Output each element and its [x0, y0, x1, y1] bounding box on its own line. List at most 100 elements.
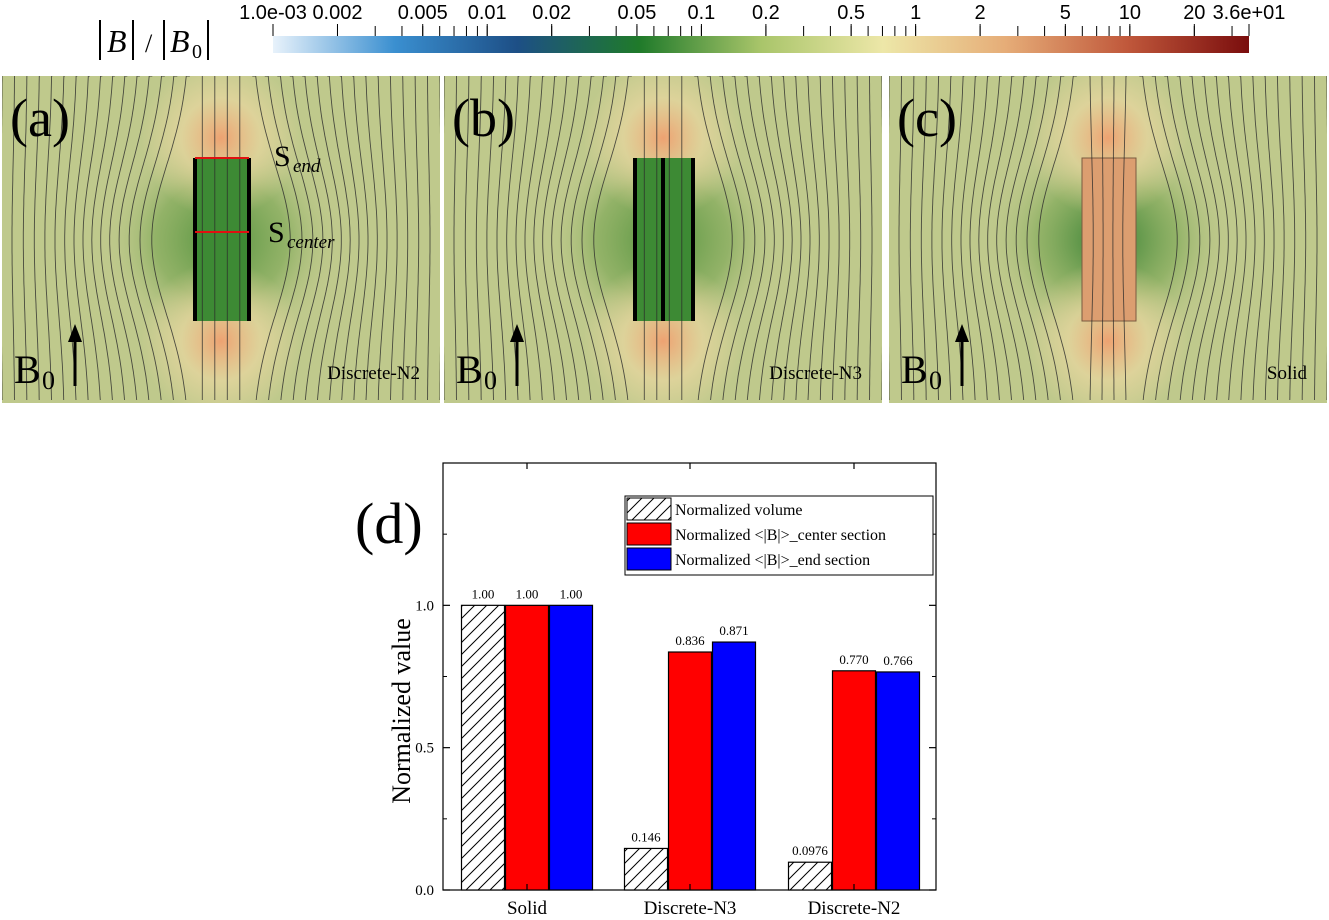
field-line — [744, 76, 775, 401]
field-line — [100, 76, 128, 401]
b0-arrow-head — [510, 324, 524, 342]
field-line — [339, 76, 360, 401]
colorbar-tick-label: 20 — [1183, 2, 1205, 24]
field-line — [1038, 76, 1077, 401]
field-line — [1005, 76, 1040, 401]
field-line — [33, 76, 40, 401]
s-end-label: S — [274, 140, 291, 173]
field-line — [464, 76, 470, 400]
colorbar-tick-label: 1 — [910, 2, 921, 24]
field-line — [44, 76, 53, 401]
colorbar-label-b0-sub: 0 — [192, 41, 202, 63]
b0-label: B — [901, 347, 928, 392]
field-line — [496, 76, 507, 401]
field-line — [898, 76, 902, 401]
colorbar-label-b0: B — [170, 23, 190, 59]
field-line — [533, 76, 557, 401]
legend-swatch — [626, 497, 672, 521]
x-category-label: Discrete-N2 — [808, 898, 901, 919]
bar-data-label: 0.770 — [839, 652, 868, 667]
field-line — [128, 76, 165, 401]
bar-data-label: 0.871 — [719, 623, 748, 638]
b0-label: B — [14, 347, 41, 392]
b0-subscript: 0 — [42, 366, 55, 395]
field-line — [1251, 76, 1265, 401]
field-line — [706, 76, 745, 401]
bar — [787, 861, 833, 891]
x-category-label: Solid — [507, 898, 548, 919]
bar — [504, 604, 550, 891]
colorbar-tick-label: 10 — [1119, 2, 1141, 24]
colorbar-tick-label: 0.01 — [468, 2, 507, 24]
bar — [711, 641, 757, 891]
field-line — [1089, 76, 1094, 400]
y-tick-label: 1.0 — [415, 598, 434, 614]
colorbar-tick-label: 5 — [1060, 2, 1071, 24]
field-line — [996, 76, 1027, 401]
b0-subscript: 0 — [929, 366, 942, 395]
field-line — [289, 76, 324, 401]
bar — [548, 604, 594, 891]
bar-data-label: 0.836 — [675, 633, 705, 648]
field-line — [352, 76, 369, 401]
y-tick-label: 0.5 — [415, 741, 434, 757]
field-line — [302, 76, 333, 401]
field-line — [969, 76, 990, 401]
legend-entry: Normalized volume — [675, 502, 803, 519]
field-line — [560, 76, 595, 401]
field-line — [694, 76, 733, 401]
field-line — [987, 76, 1015, 401]
colorbar-label-slash: / — [145, 29, 153, 58]
field-line — [1314, 76, 1318, 401]
field-line — [1189, 76, 1220, 401]
colorbar-tick-label: 3.6e+01 — [1213, 2, 1286, 24]
field-line — [314, 76, 342, 401]
field-line — [1112, 76, 1115, 400]
field-line — [819, 76, 830, 401]
colorbar-label: B / B 0 — [99, 20, 209, 63]
field-line — [82, 76, 103, 401]
field-line — [1015, 76, 1052, 401]
field-line — [402, 76, 409, 401]
field-line — [1289, 76, 1296, 401]
field-line — [486, 76, 495, 401]
field-line — [515, 76, 532, 401]
field-line — [941, 76, 952, 401]
colorbar-tick-label: 0.05 — [617, 2, 656, 24]
field-line — [1214, 76, 1238, 401]
legend-entry: Normalized <|B|>_center section — [675, 527, 886, 544]
colorbar-tick-label: 0.2 — [752, 2, 780, 24]
field-line — [22, 76, 28, 400]
field-line — [1301, 76, 1307, 400]
field-line — [1101, 76, 1104, 400]
bar-data-label: 0.766 — [883, 653, 913, 668]
colorbar-tick-label: 1.0e-03 — [239, 2, 307, 24]
field-line — [118, 76, 153, 401]
field-line — [64, 76, 78, 401]
field-line — [951, 76, 965, 401]
field-line — [1164, 76, 1201, 401]
field-line — [731, 76, 766, 401]
b0-subscript: 0 — [484, 366, 497, 395]
s-end-subscript: end — [293, 156, 321, 177]
field-line — [960, 76, 977, 401]
panel-tag: (b) — [452, 88, 515, 148]
field-line — [781, 76, 802, 401]
field-line — [1122, 76, 1127, 400]
colorbar-label-b: B — [107, 23, 127, 59]
bar — [623, 847, 669, 891]
field-line — [11, 76, 15, 401]
field-line — [109, 76, 140, 401]
plot-area: 0.00.51.01.000.1460.09761.000.8360.7701.… — [415, 462, 937, 919]
field-line — [327, 76, 351, 401]
field-lines — [889, 76, 1327, 401]
field-line — [909, 76, 915, 400]
b0-arrow-head — [955, 324, 969, 342]
colorbar-tick-label: 0.1 — [688, 2, 716, 24]
field-line — [769, 76, 793, 401]
field-line — [1226, 76, 1247, 401]
field-line — [794, 76, 811, 401]
